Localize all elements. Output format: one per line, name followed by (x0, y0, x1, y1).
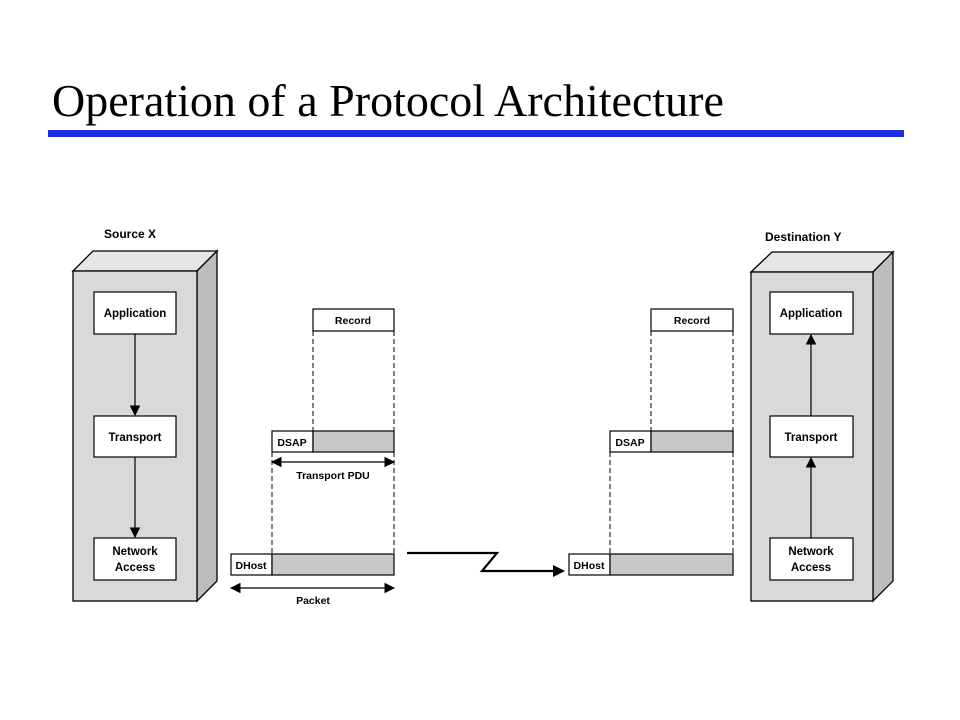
transport-pdu-label: Transport PDU (296, 470, 370, 482)
title-underline (48, 130, 904, 137)
source-application-layer: Application (93, 291, 177, 335)
destination-network-access-layer: Network Access (769, 537, 854, 581)
destination-record-box: Record (650, 308, 734, 332)
source-transport-layer: Transport (93, 415, 177, 458)
destination-label: Destination Y (765, 230, 841, 244)
svg-text:Record: Record (674, 315, 710, 327)
source-label: Source X (104, 227, 156, 241)
svg-text:DSAP: DSAP (277, 437, 306, 449)
destination-encapsulation-guides (609, 331, 734, 554)
source-record-box: Record (312, 308, 395, 332)
slide-title: Operation of a Protocol Architecture (52, 75, 724, 126)
svg-text:DSAP: DSAP (615, 437, 644, 449)
link-arrowhead (553, 565, 565, 577)
svg-text:DHost: DHost (574, 560, 605, 572)
destination-application-layer: Application (769, 291, 854, 335)
svg-text:Access: Access (791, 562, 831, 574)
packet-label: Packet (296, 595, 330, 607)
svg-text:Network: Network (788, 546, 834, 558)
svg-text:Application: Application (780, 308, 843, 320)
svg-text:DHost: DHost (236, 560, 267, 572)
svg-text:Access: Access (115, 562, 155, 574)
svg-text:Transport: Transport (108, 432, 161, 444)
svg-text:Record: Record (335, 315, 371, 327)
destination-transport-layer: Transport (769, 415, 854, 458)
svg-text:Application: Application (104, 308, 167, 320)
svg-text:Network: Network (112, 546, 158, 558)
destination-dsap-pdu: DSAP (609, 430, 734, 453)
source-dhost-packet: DHost (230, 553, 395, 576)
source-dsap-pdu: DSAP (271, 430, 395, 453)
source-encapsulation-guides (271, 331, 395, 554)
network-link (407, 551, 553, 573)
destination-dhost-packet: DHost (568, 553, 734, 576)
source-network-access-layer: Network Access (93, 537, 177, 581)
svg-text:Transport: Transport (784, 432, 837, 444)
